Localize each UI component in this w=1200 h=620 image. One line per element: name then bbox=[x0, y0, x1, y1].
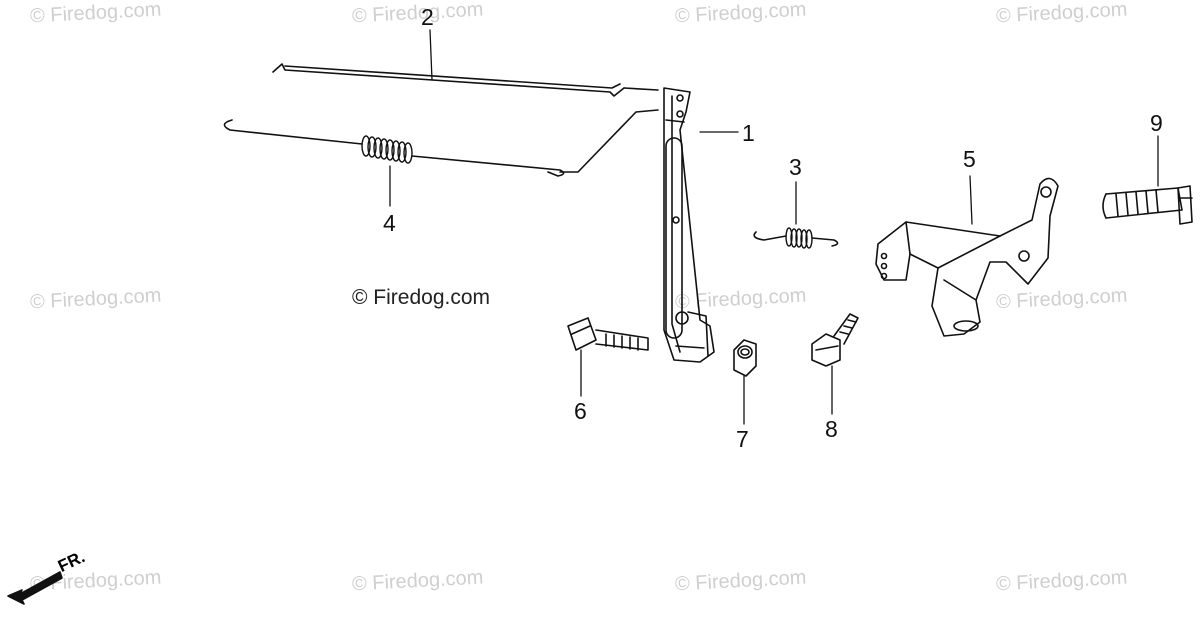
part-6-bolt bbox=[567, 317, 649, 351]
part-2-rod bbox=[272, 63, 659, 97]
part-9-bolt bbox=[1102, 185, 1193, 225]
watermark-center: © Firedog.com bbox=[352, 286, 491, 309]
part-4-spring bbox=[223, 109, 659, 177]
part-7-nut bbox=[733, 339, 757, 377]
callout-9: 9 bbox=[1150, 110, 1163, 136]
part-3-spring bbox=[753, 227, 839, 249]
callout-4: 4 bbox=[383, 210, 396, 236]
part-8-bolt bbox=[811, 313, 859, 367]
callout-5: 5 bbox=[963, 146, 976, 172]
callout-1: 1 bbox=[742, 120, 755, 146]
fr-arrow bbox=[7, 571, 63, 605]
callout-6: 6 bbox=[574, 398, 587, 424]
part-1-arm bbox=[663, 87, 715, 363]
callout-3: 3 bbox=[789, 154, 802, 180]
callout-7: 7 bbox=[736, 426, 749, 452]
callout-8: 8 bbox=[825, 416, 838, 442]
callout-2: 2 bbox=[421, 4, 434, 30]
part-5-bracket bbox=[875, 177, 1059, 337]
